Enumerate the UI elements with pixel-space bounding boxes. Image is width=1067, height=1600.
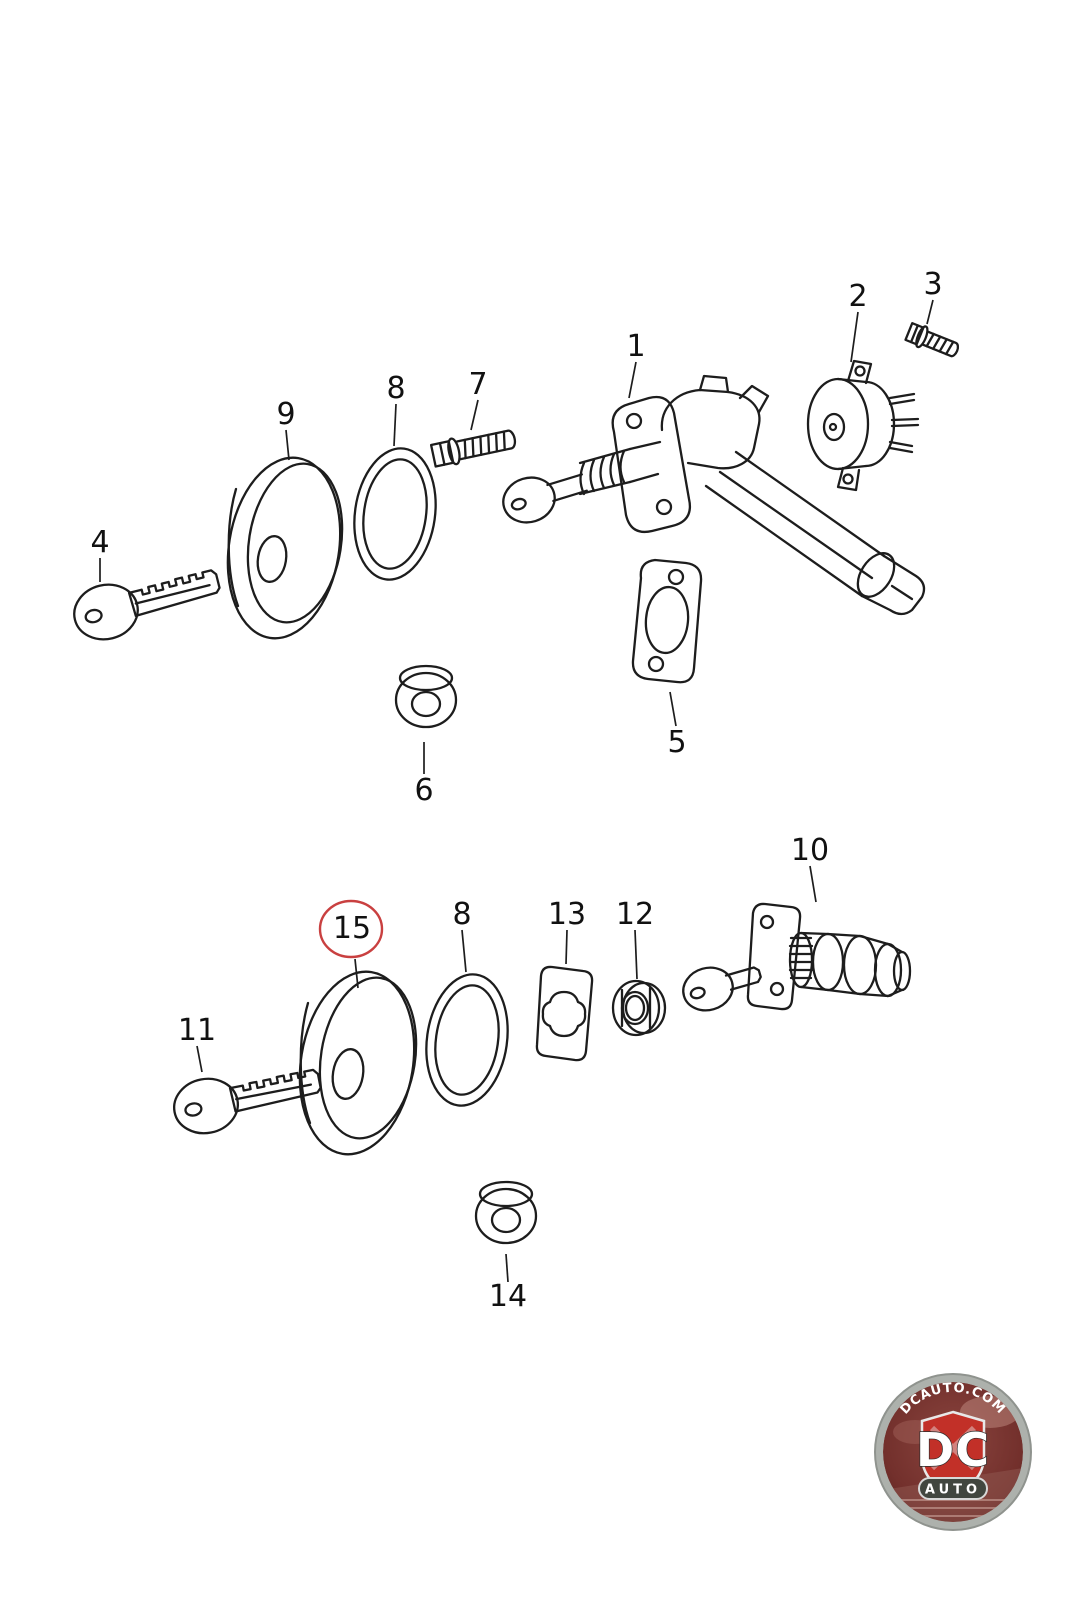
callout-3: 3 — [923, 267, 942, 302]
highlight-circle-15 — [318, 899, 384, 959]
part-4-key — [73, 569, 221, 641]
part-15-cap — [298, 970, 418, 1156]
callout-15: 15 — [333, 911, 371, 946]
logo-brand-text: DC — [916, 1423, 990, 1477]
leader-lines — [99, 299, 934, 1283]
callout-13: 13 — [548, 897, 586, 932]
part-8-seal-lower — [425, 973, 509, 1107]
logo-sub-text: AUTO — [925, 1483, 981, 1498]
callout-1: 1 — [626, 329, 645, 364]
callout-9: 9 — [276, 397, 295, 432]
callout-4: 4 — [90, 525, 109, 560]
callout-10: 10 — [791, 833, 829, 868]
part-2-ignition-switch — [806, 359, 920, 492]
part-5-gasket — [631, 558, 703, 684]
callout-labels: 1 2 3 4 5 6 7 8 9 8 10 11 12 13 14 15 — [90, 267, 942, 1314]
callout-8-upper: 8 — [386, 371, 405, 406]
logo-shield-pattern — [929, 1425, 977, 1471]
part-11-key — [173, 1068, 322, 1135]
part-12-nut — [611, 979, 667, 1037]
part-1-steering-lock — [502, 374, 926, 616]
part-13-plate — [535, 965, 594, 1062]
part-6-grommet — [394, 664, 458, 729]
callout-5: 5 — [667, 725, 686, 760]
inserted-key — [502, 473, 588, 524]
callout-7: 7 — [468, 367, 487, 402]
logo-auto-bar — [918, 1477, 988, 1500]
part-9-cap — [226, 456, 344, 640]
callout-14: 14 — [489, 1279, 527, 1314]
dcauto-logo: DCAUTO.COM DC AUTO — [874, 1373, 1032, 1531]
diagram-linework — [73, 322, 960, 1245]
part-8-seal-upper — [353, 447, 437, 581]
callout-8-lower: 8 — [452, 897, 471, 932]
callout-12: 12 — [616, 897, 654, 932]
callout-11: 11 — [178, 1013, 216, 1048]
cylinder-key — [682, 966, 762, 1012]
part-3-screw — [904, 322, 960, 358]
part-10-lock-cylinder — [682, 902, 912, 1012]
callout-6: 6 — [414, 773, 433, 808]
callout-2: 2 — [848, 279, 867, 314]
part-7-bolt — [429, 429, 517, 468]
part-14-grommet — [474, 1180, 538, 1245]
